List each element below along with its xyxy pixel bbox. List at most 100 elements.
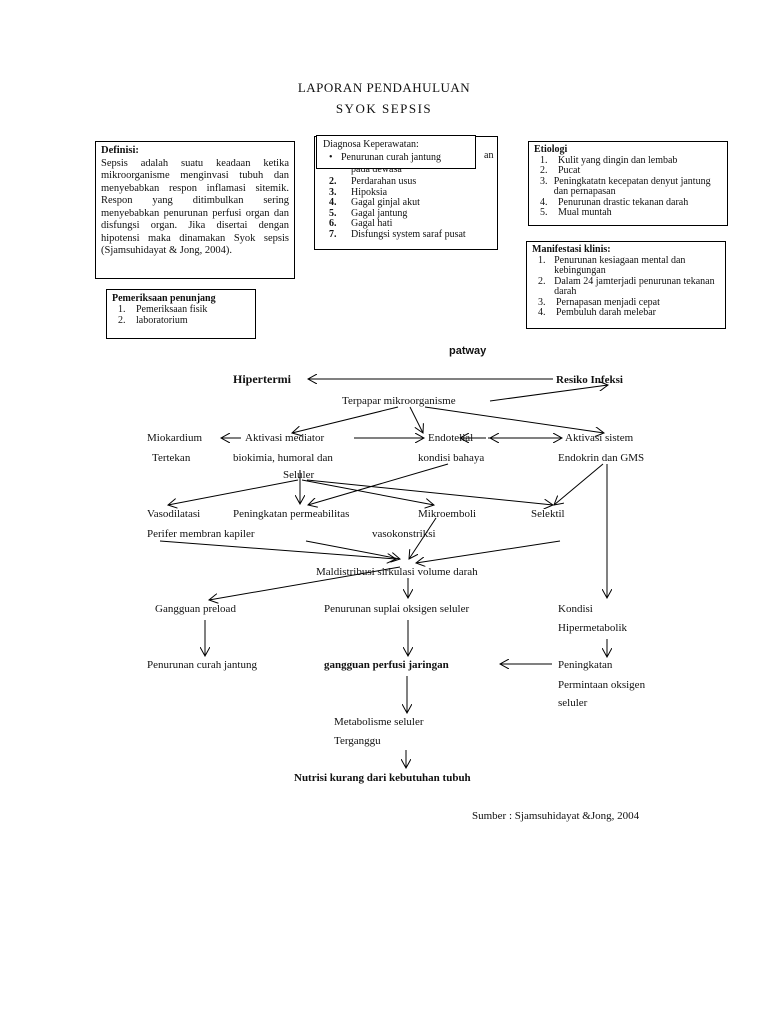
node-endotelial: Endotelial xyxy=(428,432,474,444)
node-aktivasi-mediator: Aktivasi mediator xyxy=(245,432,325,444)
diagnosa-item-number: 5. xyxy=(329,207,337,219)
node-vasodilatasi: Vasodilatasi xyxy=(147,508,201,520)
etiologi-item: 2. Pucat xyxy=(534,165,722,177)
page-subtitle: SYOK SEPSIS xyxy=(335,101,433,116)
etiologi-item-text: Mual muntah xyxy=(558,207,612,218)
diagnosa-item-text: Gagal jantung xyxy=(351,207,408,219)
etiologi-item-text: Penurunan drastic tekanan darah xyxy=(558,196,689,208)
pemeriksaan-item-text: laboratorium xyxy=(136,315,188,326)
node-maldistribusi: Maldistribusi sirkulasi volume darah xyxy=(316,566,478,578)
manifestasi-item-number: 4. xyxy=(538,307,546,318)
manifestasi-item-text: Penurunan kesiagaan mental dan kebingung… xyxy=(554,254,686,276)
definisi-body: Sepsis adalah suatu keadaan ketika mikro… xyxy=(101,157,289,257)
diagnosa-item: 3. Hipoksia xyxy=(329,186,491,199)
diagnosa-item: 5. Gagal jantung xyxy=(329,207,491,220)
pemeriksaan-item: 1. Pemeriksaan fisik xyxy=(112,304,250,315)
diagnosa-item-text: Disfungsi system saraf pusat xyxy=(351,228,466,240)
manifestasi-item: 2. Dalam 24 jamterjadi penurunan tekanan … xyxy=(532,275,720,298)
manifestasi-item: 1. Penurunan kesiagaan mental dan kebingu… xyxy=(532,254,720,277)
node-vasokonstriksi: vasokonstriksi xyxy=(372,528,436,540)
etiologi-item-number: 2. xyxy=(540,165,548,176)
page-title: LAPORAN PENDAHULUAN xyxy=(297,80,471,95)
etiologi-item-number: 5. xyxy=(540,207,548,218)
pemeriksaan-heading: Pemeriksaan penunjang xyxy=(112,293,216,304)
node-penurunan-suplai: Penurunan suplai oksigen seluler xyxy=(324,603,470,615)
node-aktivasi-sistem: Aktivasi sistem xyxy=(565,432,634,444)
bullet-icon: • xyxy=(329,152,333,163)
node-selektil: Selektil xyxy=(531,508,565,520)
node-biokimia: biokimia, humoral dan xyxy=(233,452,333,464)
etiologi-item-text: Kulit yang dingin dan lembab xyxy=(558,154,678,166)
manifestasi-item-text: Dalam 24 jamterjadi penurunan tekanan da… xyxy=(554,275,715,297)
diagnosa-item: 4.Gagal ginjal akut xyxy=(329,197,491,209)
etiologi-item: 1. Kulit yang dingin dan lembab xyxy=(534,154,722,167)
node-gangguan-preload: Gangguan preload xyxy=(155,603,236,615)
pemeriksaan-box: Pemeriksaan penunjang 1. Pemeriksaan fisi… xyxy=(106,289,256,339)
definisi-box: Definisi: Sepsis adalah suatu keadaan ke… xyxy=(95,141,295,279)
diagnosa-item: 7. Disfungsi system saraf pusat xyxy=(329,228,491,241)
node-gangguan-perfusi: gangguan perfusi jaringan xyxy=(324,659,449,671)
etiologi-item-number: 4. xyxy=(540,196,548,208)
diagnosa-item-number: 7. xyxy=(329,228,337,240)
diagnosa-item: Penurunan curah jantung xyxy=(341,152,441,163)
node-resiko-infeksi: Resiko Infeksi xyxy=(556,374,623,386)
manifestasi-item: 4. Pembuluh darah melebar xyxy=(532,307,720,319)
etiologi-heading: Etiologi xyxy=(534,144,568,155)
pemeriksaan-item-text: Pemeriksaan fisik xyxy=(136,304,208,315)
node-perifer: Perifer membran kapiler xyxy=(147,528,255,540)
pemeriksaan-item-number: 1. xyxy=(118,304,126,315)
diagnosa-heading: Diagnosa Keperawatan: xyxy=(323,139,419,150)
hidden-partial-text-2: pada dewasa xyxy=(351,164,402,175)
node-seluler: Seluler xyxy=(283,469,315,481)
diagnosa-item-text: Hipoksia xyxy=(351,186,388,198)
diagnosa-item: 6. Gagal hati xyxy=(329,218,491,230)
node-hipertermi: Hipertermi xyxy=(233,372,291,386)
manifestasi-item-text: Pernapasan menjadi cepat xyxy=(556,296,660,308)
node-tertekan: Tertekan xyxy=(152,452,191,464)
diagnosa-item-number: 2. xyxy=(329,176,337,187)
manifestasi-item-number: 2. xyxy=(538,275,546,287)
node-kondisi-bahaya: kondisi bahaya xyxy=(418,452,485,464)
manifestasi-heading: Manifestasi klinis: xyxy=(532,244,611,255)
etiologi-item: 3. Peningkatatn kecepatan denyut jantung … xyxy=(534,175,722,198)
etiologi-item-text: Peningkatatn kecepatan denyut jantung da… xyxy=(553,175,711,197)
node-mikroemboli: Mikroemboli xyxy=(418,508,477,520)
pathway-title: patway xyxy=(449,345,487,357)
etiologi-item: 5. Mual muntah xyxy=(534,207,722,219)
diagnosa-item-number: 4. xyxy=(329,197,337,208)
manifestasi-item-number: 1. xyxy=(538,254,546,266)
source-citation: Sumber : Sjamsuhidayat &Jong, 2004 xyxy=(472,810,640,822)
definisi-heading: Definisi: xyxy=(101,145,139,156)
node-peningkatan-permeabilitas: Peningkatan permeabilitas xyxy=(233,508,350,520)
node-kondisi: Kondisi xyxy=(558,603,593,615)
node-endokrin: Endokrin dan GMS xyxy=(558,452,645,464)
pemeriksaan-list: 1. Pemeriksaan fisik 2. laboratorium xyxy=(112,304,250,326)
diagnosa-item-number: 6. xyxy=(329,218,337,229)
node-metabolisme: Metabolisme seluler xyxy=(334,716,424,728)
node-terpapar: Terpapar mikroorganisme xyxy=(342,395,456,407)
node-nutrisi: Nutrisi kurang dari kebutuhan tubuh xyxy=(294,772,471,784)
diagnosa-box: Diagnosa Keperawatan: • Penurunan curah j… xyxy=(316,135,476,169)
node-permintaan: Permintaan oksigen xyxy=(558,679,646,691)
diagnosa-item-text: Gagal hati xyxy=(351,218,393,229)
diagnosa-item-number: 3. xyxy=(329,186,337,198)
pemeriksaan-item-number: 2. xyxy=(118,315,126,326)
diagnosa-item: 2. Perdarahan usus xyxy=(329,176,491,188)
etiologi-item-number: 3. xyxy=(540,175,548,187)
manifestasi-item-number: 3. xyxy=(538,296,546,308)
node-miokardium: Miokardium xyxy=(147,432,202,444)
manifestasi-item: 3. Pernapasan menjadi cepat xyxy=(532,296,720,309)
node-hipermetabolik: Hipermetabolik xyxy=(558,622,628,634)
pemeriksaan-item: 2. laboratorium xyxy=(112,315,250,326)
etiologi-item-text: Pucat xyxy=(558,165,581,176)
node-penurunan-curah-jantung: Penurunan curah jantung xyxy=(147,659,257,671)
manifestasi-item-text: Pembuluh darah melebar xyxy=(556,307,656,318)
node-terganggu: Terganggu xyxy=(334,735,381,747)
etiologi-item-number: 1. xyxy=(540,154,548,166)
node-peningkatan: Peningkatan xyxy=(558,659,613,671)
manifestasi-box: Manifestasi klinis: 1. Penurunan kesiagaa… xyxy=(526,241,726,329)
diagnosa-item-text: Perdarahan usus xyxy=(351,176,417,187)
